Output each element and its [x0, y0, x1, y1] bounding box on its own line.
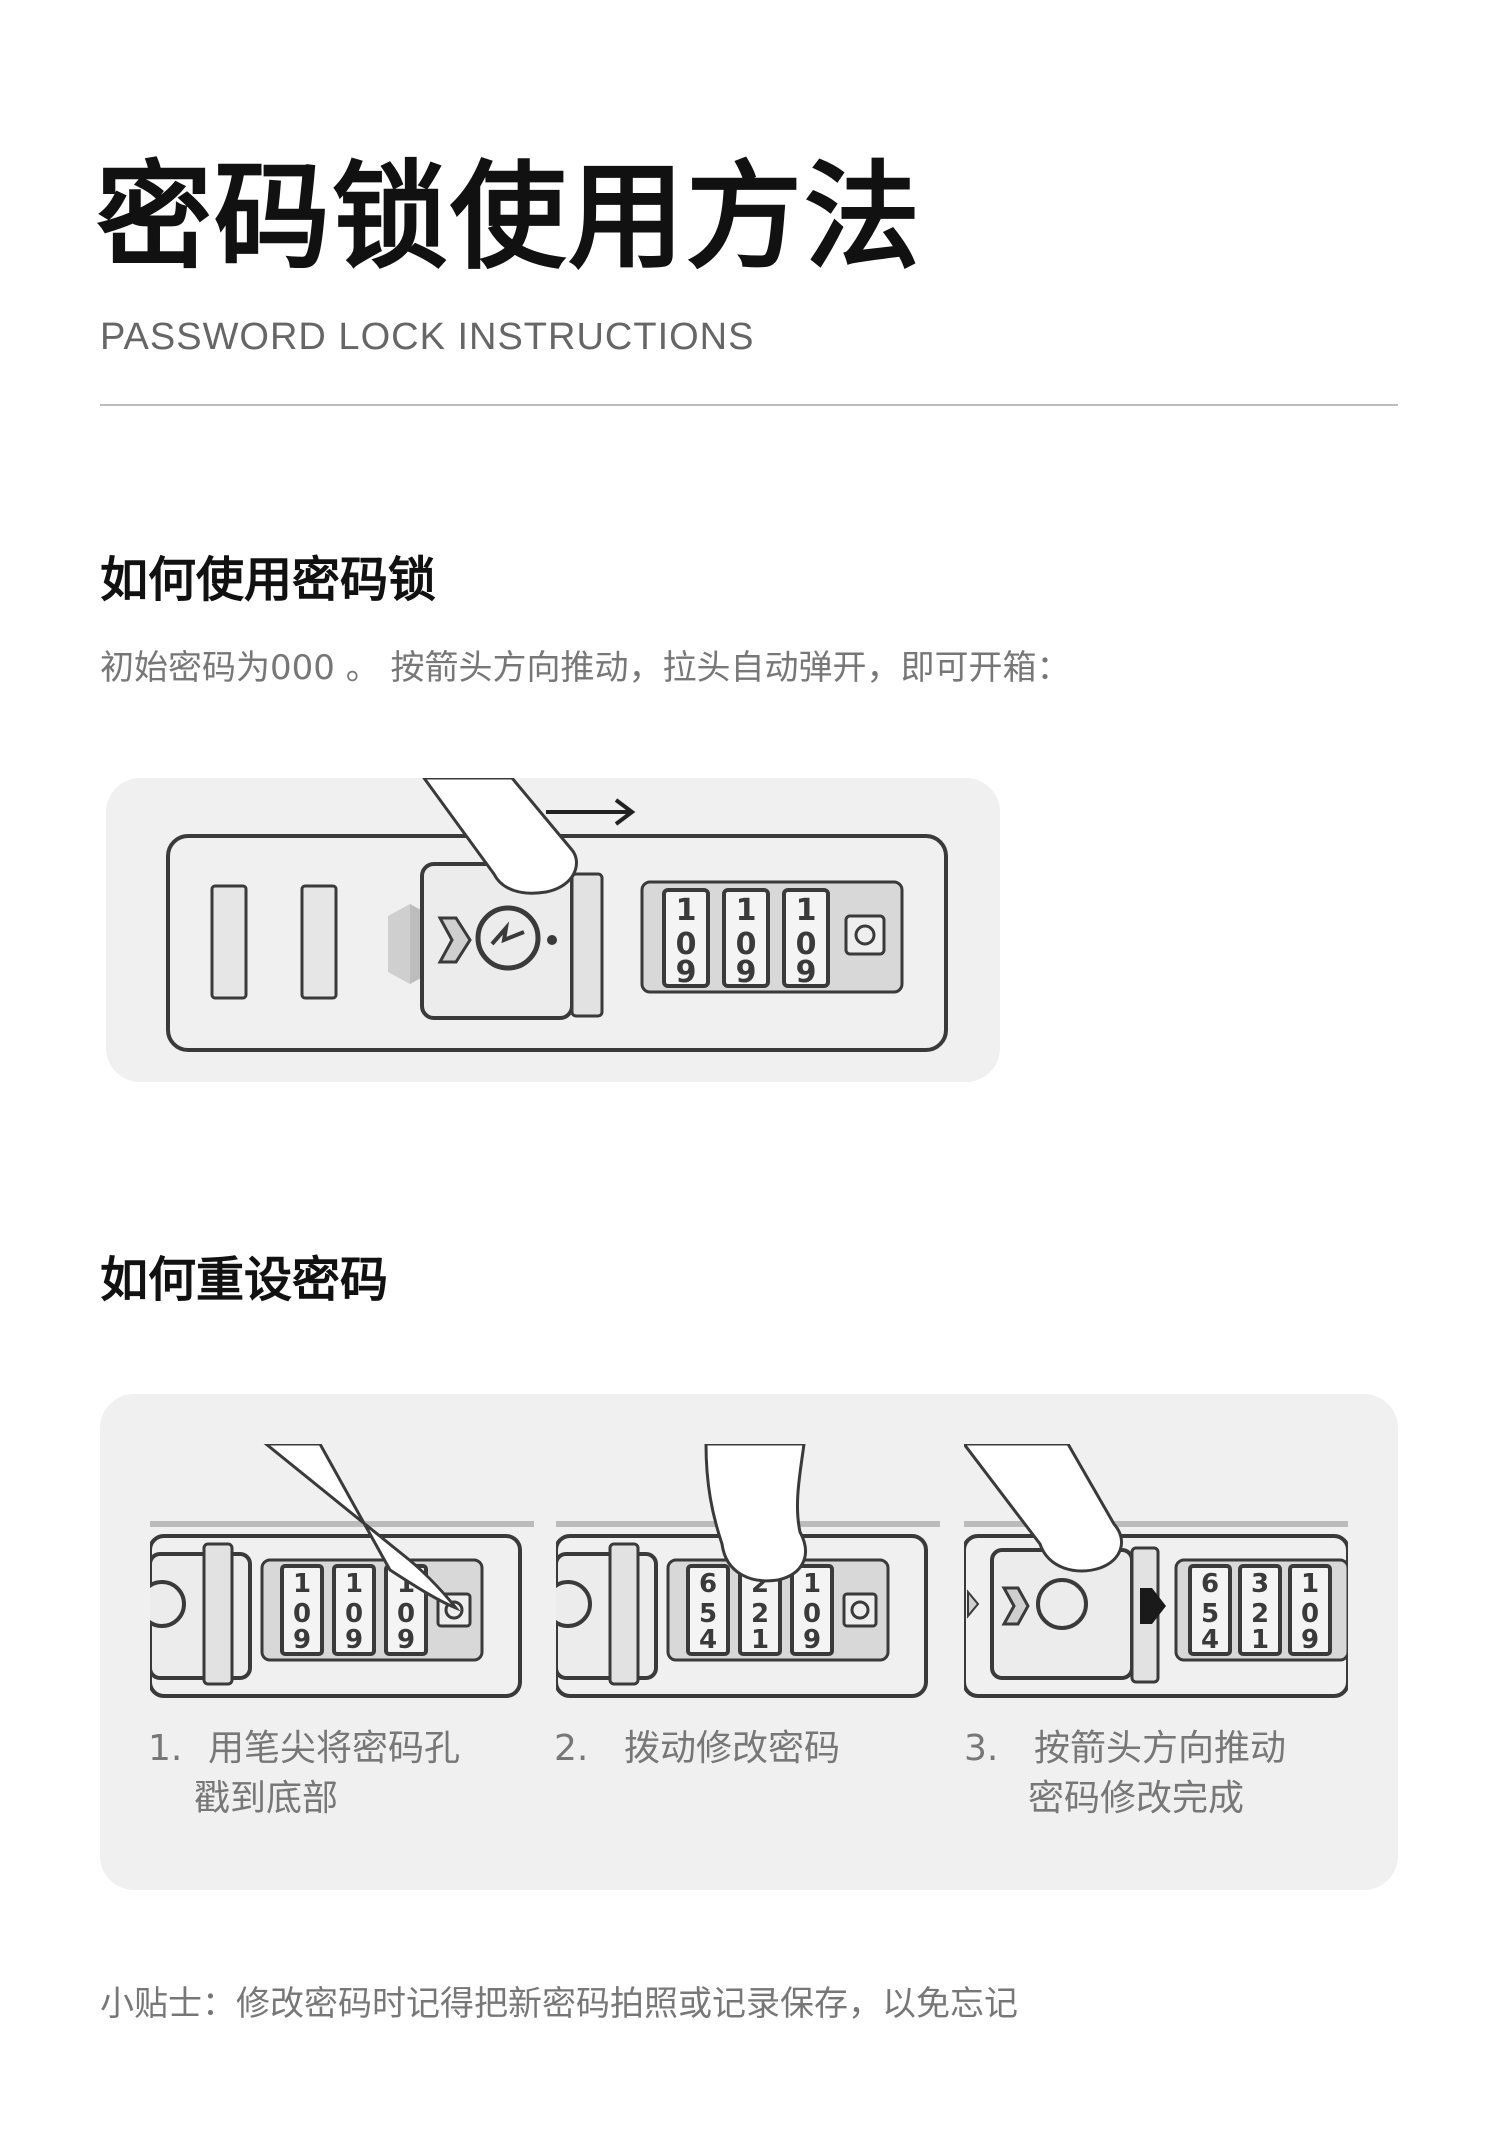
- section-heading-use: 如何使用密码锁: [100, 552, 437, 608]
- svg-text:9: 9: [397, 1625, 415, 1655]
- svg-text:1: 1: [736, 893, 757, 928]
- svg-text:6: 6: [699, 1569, 717, 1599]
- svg-text:9: 9: [796, 955, 817, 990]
- lock-open-illustration: 109 109 109: [166, 778, 948, 1052]
- svg-text:0: 0: [803, 1599, 821, 1629]
- svg-text:9: 9: [803, 1625, 821, 1655]
- page-title: 密码锁使用方法: [96, 150, 922, 285]
- svg-text:0: 0: [736, 927, 757, 962]
- svg-text:5: 5: [699, 1599, 717, 1629]
- section-description-use: 初始密码为000 。 按箭头方向推动，拉头自动弹开，即可开箱：: [100, 648, 1071, 688]
- svg-text:2: 2: [751, 1599, 769, 1629]
- svg-text:1: 1: [803, 1569, 821, 1599]
- svg-text:0: 0: [345, 1599, 363, 1629]
- svg-text:9: 9: [1301, 1625, 1319, 1655]
- svg-text:1: 1: [1251, 1625, 1269, 1655]
- svg-text:9: 9: [676, 955, 697, 990]
- step-text-line1: 拨动修改密码: [624, 1728, 841, 1769]
- svg-text:4: 4: [699, 1625, 717, 1655]
- svg-text:3: 3: [1251, 1569, 1269, 1599]
- push-direction-arrow-icon: [546, 798, 636, 826]
- svg-text:9: 9: [345, 1625, 363, 1655]
- reset-step-3: 3. 按箭头方向推动 密码修改完成: [964, 1724, 1286, 1824]
- svg-text:1: 1: [1301, 1569, 1319, 1599]
- svg-text:1: 1: [345, 1569, 363, 1599]
- svg-text:2: 2: [1251, 1599, 1269, 1629]
- step-text-line2: 戳到底部: [194, 1778, 339, 1819]
- reset-step-2-illustration: 654 221 109: [556, 1444, 940, 1698]
- pen-icon: [263, 1444, 461, 1612]
- svg-text:0: 0: [397, 1599, 415, 1629]
- finger-icon: [422, 778, 578, 895]
- svg-text:1: 1: [751, 1625, 769, 1655]
- svg-text:9: 9: [293, 1625, 311, 1655]
- page-subtitle: PASSWORD LOCK INSTRUCTIONS: [100, 316, 755, 358]
- svg-text:5: 5: [1201, 1599, 1219, 1629]
- reset-step-1: 1. 用笔尖将密码孔 戳到底部: [148, 1724, 460, 1824]
- svg-text:1: 1: [796, 893, 817, 928]
- step-text-line2: 密码修改完成: [1028, 1778, 1245, 1819]
- step-number: 2.: [554, 1728, 589, 1769]
- svg-text:0: 0: [796, 927, 817, 962]
- brand-logo-icon: [388, 904, 410, 984]
- svg-text:0: 0: [293, 1599, 311, 1629]
- step-number: 3.: [964, 1728, 999, 1769]
- reset-step-3-illustration: 654 321 109: [964, 1444, 1348, 1698]
- svg-text:1: 1: [293, 1569, 311, 1599]
- svg-text:6: 6: [1201, 1569, 1219, 1599]
- step-text-line1: 按箭头方向推动: [1034, 1728, 1287, 1769]
- finger-icon: [704, 1444, 807, 1583]
- tip-text: 小贴士：修改密码时记得把新密码拍照或记录保存，以免忘记: [100, 1984, 1018, 2024]
- finger-icon: [964, 1444, 1123, 1573]
- svg-text:4: 4: [1201, 1625, 1219, 1655]
- step-text-line1: 用笔尖将密码孔: [208, 1728, 461, 1769]
- arrow-right-icon: [1140, 1588, 1166, 1624]
- svg-text:1: 1: [676, 893, 697, 928]
- arrow-right-icon: [437, 916, 472, 964]
- reset-step-2: 2. 拨动修改密码: [554, 1724, 840, 1774]
- step-number: 1.: [148, 1728, 183, 1769]
- svg-text:0: 0: [1301, 1599, 1319, 1629]
- section-heading-reset: 如何重设密码: [100, 1252, 389, 1308]
- header-divider: [100, 404, 1398, 406]
- reset-step-1-illustration: 109 109 109: [150, 1444, 534, 1698]
- svg-text:0: 0: [676, 927, 697, 962]
- svg-text:9: 9: [736, 955, 757, 990]
